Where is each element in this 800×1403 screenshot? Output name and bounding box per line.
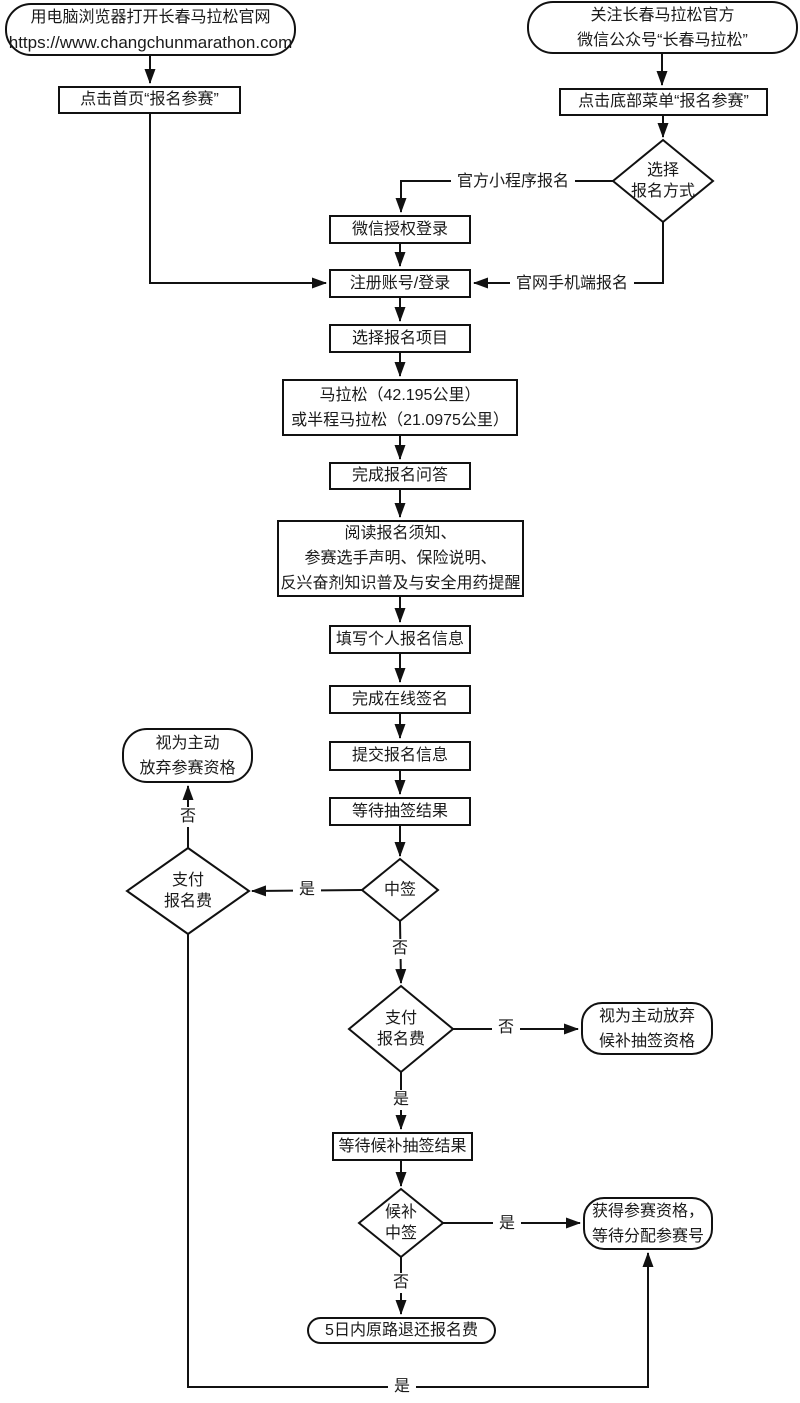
- decision-waitlist-win-shape: [357, 1187, 445, 1259]
- get-qualification-line2: 等待分配参赛号: [591, 1227, 704, 1245]
- start-web-url: https://www.changchunmarathon.com: [8, 32, 293, 52]
- event-options-line1: 马拉松（42.195公里）: [319, 386, 481, 404]
- click-home-label: 点击首页“报名参赛”: [80, 91, 219, 108]
- sign-online-box: 完成在线签名: [329, 685, 471, 714]
- decision-lottery-win-shape: [360, 857, 440, 923]
- register-login-label: 注册账号/登录: [349, 274, 451, 292]
- giveup-entry-line1: 视为主动: [155, 734, 220, 752]
- questionnaire-box: 完成报名问答: [329, 462, 471, 490]
- read-notice-box: 阅读报名须知、 参赛选手声明、保险说明、 反兴奋剂知识普及与安全用药提醒: [277, 520, 524, 597]
- giveup-entry-terminal: 视为主动 放弃参赛资格: [122, 728, 253, 783]
- wait-waitlist-box: 等待候补抽签结果: [332, 1132, 473, 1161]
- get-qualification-line1: 获得参赛资格，: [591, 1202, 704, 1220]
- fill-info-label: 填写个人报名信息: [335, 630, 464, 648]
- edge-label-mini-program: 官方小程序报名: [450, 172, 576, 192]
- start-web-terminal: 用电脑浏览器打开长春马拉松官网 https://www.changchunmar…: [5, 3, 296, 56]
- edge-label-yes-lotterywin: 是: [292, 880, 322, 900]
- edge-label-no-payfeeleft: 否: [173, 807, 203, 827]
- submit-info-label: 提交报名信息: [351, 747, 448, 764]
- click-menu-box: 点击底部菜单“报名参赛”: [559, 88, 768, 116]
- edge-label-yes-payfeeright: 是: [386, 1090, 416, 1110]
- read-notice-line2: 参赛选手声明、保险说明、: [304, 550, 497, 567]
- edge-payfeeleft-getqualification-yes: [187, 934, 654, 1388]
- edge-label-no-waitlistwin: 否: [386, 1273, 416, 1293]
- decision-pay-fee-right-shape: [347, 984, 455, 1074]
- giveup-waitlist-line1: 视为主动放弃: [598, 1007, 695, 1025]
- wechat-auth-label: 微信授权登录: [351, 220, 448, 238]
- start-web-line1: 用电脑浏览器打开长春马拉松官网: [30, 8, 271, 26]
- edge-label-no-lotterywin: 否: [385, 939, 415, 959]
- wait-lottery-label: 等待抽签结果: [351, 802, 448, 820]
- wechat-auth-box: 微信授权登录: [329, 215, 471, 244]
- click-menu-label: 点击底部菜单“报名参赛”: [578, 93, 749, 110]
- decision-pay-fee-left-shape: [125, 846, 251, 936]
- click-home-box: 点击首页“报名参赛”: [58, 86, 241, 114]
- questionnaire-label: 完成报名问答: [351, 467, 448, 484]
- edge-label-mobile-web: 官网手机端报名: [509, 274, 635, 294]
- read-notice-line1: 阅读报名须知、: [344, 525, 457, 542]
- edge-label-no-payfeeright: 否: [491, 1018, 521, 1038]
- read-notice-line3: 反兴奋剂知识普及与安全用药提醒: [280, 575, 521, 592]
- start-wechat-line1: 关注长春马拉松官方: [590, 6, 735, 24]
- start-wechat-terminal: 关注长春马拉松官方 微信公众号“长春马拉松”: [527, 1, 798, 54]
- giveup-waitlist-line2: 候补抽签资格: [598, 1032, 695, 1050]
- edge-clickhome-register: [149, 114, 327, 289]
- giveup-entry-line2: 放弃参赛资格: [139, 759, 236, 777]
- refund-terminal: 5日内原路退还报名费: [307, 1317, 496, 1344]
- sign-online-label: 完成在线签名: [351, 690, 448, 708]
- event-options-box: 马拉松（42.195公里） 或半程马拉松（21.0975公里）: [282, 379, 518, 436]
- edge-label-yes-bottom-loop: 是: [387, 1377, 417, 1397]
- start-wechat-line2: 微信公众号“长春马拉松”: [577, 31, 748, 49]
- select-event-label: 选择报名项目: [351, 329, 448, 347]
- get-qualification-terminal: 获得参赛资格， 等待分配参赛号: [583, 1197, 713, 1250]
- event-options-line2: 或半程马拉松（21.0975公里）: [291, 411, 509, 429]
- wait-lottery-box: 等待抽签结果: [329, 797, 471, 826]
- giveup-waitlist-terminal: 视为主动放弃 候补抽签资格: [581, 1002, 713, 1055]
- fill-info-box: 填写个人报名信息: [329, 625, 471, 654]
- refund-label: 5日内原路退还报名费: [325, 1321, 478, 1339]
- wait-waitlist-label: 等待候补抽签结果: [338, 1137, 467, 1155]
- select-event-box: 选择报名项目: [329, 324, 471, 353]
- edge-label-yes-waitlistwin: 是: [492, 1214, 522, 1234]
- decision-choose-method-shape: [611, 138, 715, 224]
- register-login-box: 注册账号/登录: [329, 269, 471, 298]
- submit-info-box: 提交报名信息: [329, 741, 471, 771]
